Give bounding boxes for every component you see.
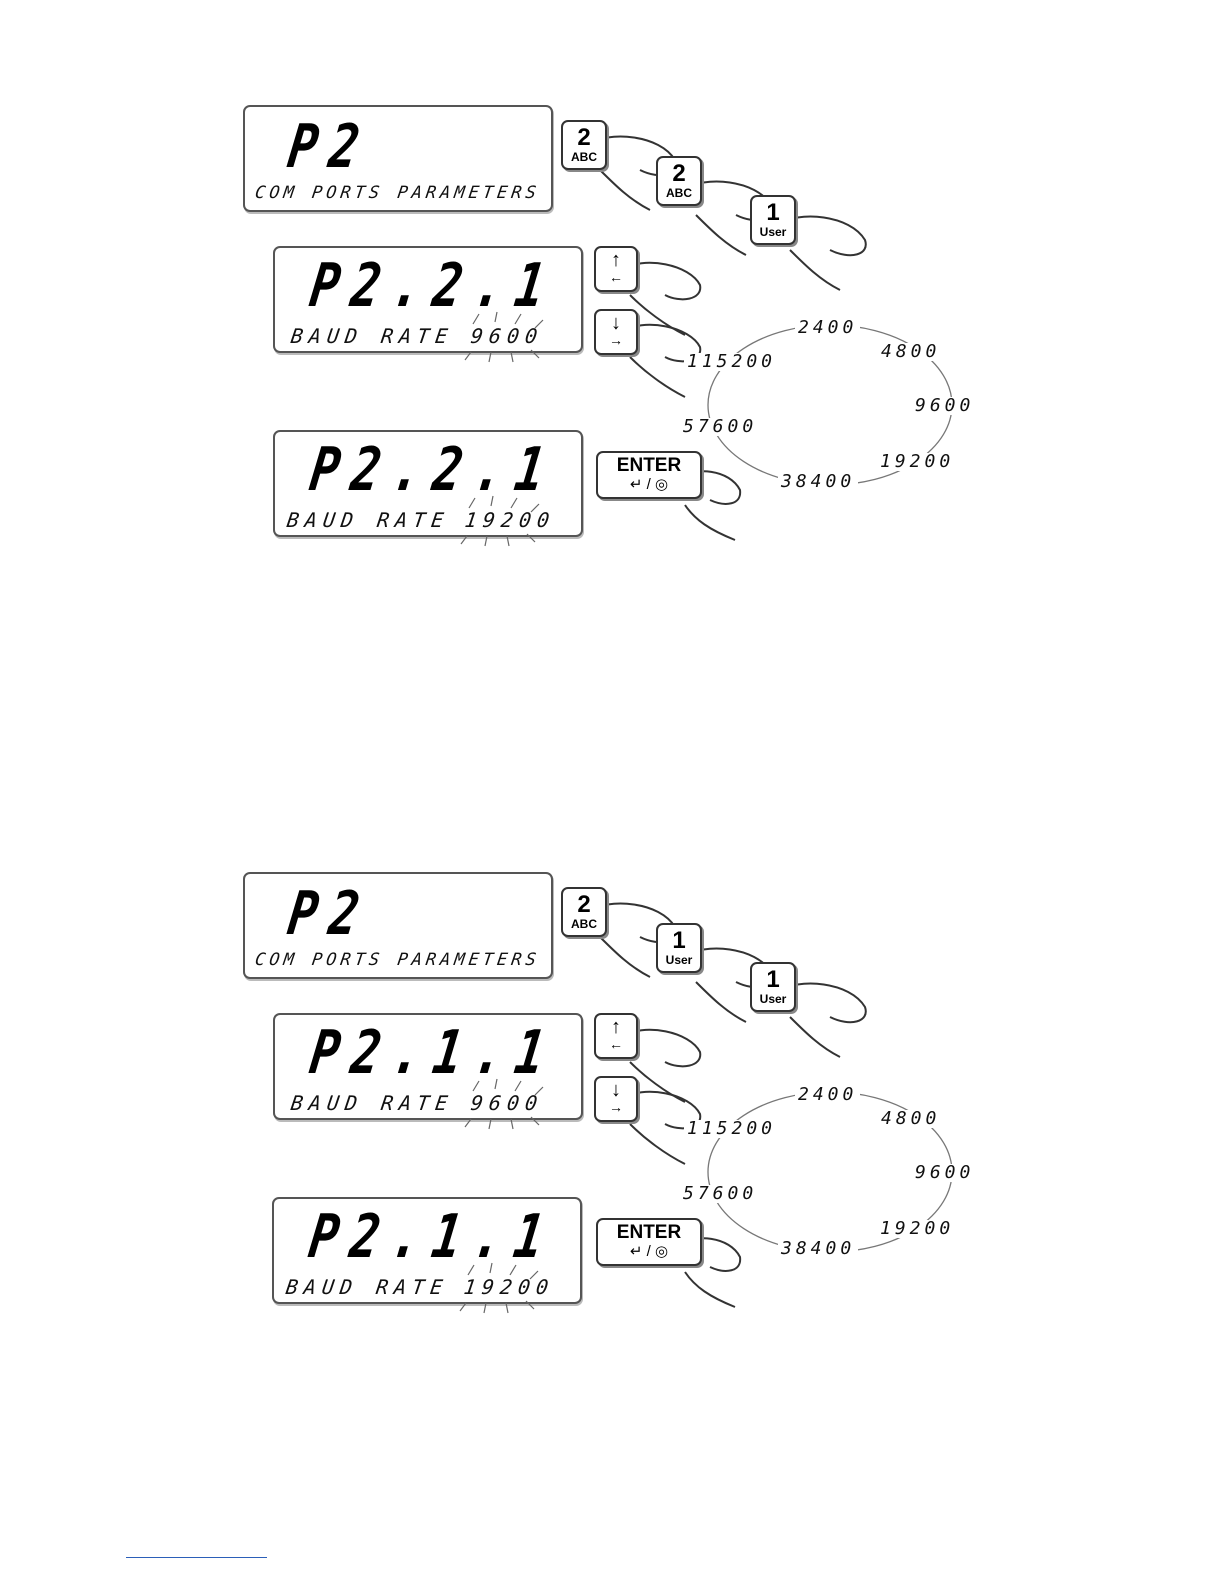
- lcd-text: COM PORTS PARAMETERS: [254, 952, 541, 969]
- lcd-display-param: P2.1.1 BAUD RATE 9600: [273, 1013, 583, 1120]
- blink-rays-icon: [465, 312, 545, 362]
- baud-option: 2400: [795, 1086, 860, 1104]
- key-2-abc[interactable]: 2 ABC: [561, 887, 607, 937]
- key-2-abc[interactable]: 2 ABC: [561, 120, 607, 170]
- enter-return-icon: ↵ / ◎: [598, 476, 700, 494]
- arrow-right-icon: →: [596, 333, 636, 347]
- lcd-code: P2: [285, 117, 375, 177]
- key-sublabel: ABC: [563, 150, 605, 164]
- lcd-display-param: P2.2.1 BAUD RATE 9600: [273, 246, 583, 353]
- arrow-down-icon: ↓: [596, 1080, 636, 1100]
- arrow-left-icon: ←: [596, 270, 636, 284]
- key-number: 1: [658, 929, 700, 953]
- key-2-abc[interactable]: 2 ABC: [656, 156, 702, 206]
- key-number: 1: [752, 968, 794, 992]
- panel-a: P2 COM PORTS PARAMETERS P2.2.1 BAUD RATE…: [0, 95, 1224, 565]
- lcd-display-menu: P2 COM PORTS PARAMETERS: [243, 105, 553, 212]
- key-number: 2: [658, 162, 700, 186]
- arrow-right-icon: →: [596, 1100, 636, 1114]
- key-number: 2: [563, 126, 605, 150]
- baud-option: 115200: [684, 353, 779, 371]
- arrow-down-icon: ↓: [596, 313, 636, 333]
- lcd-code: P2.2.1: [307, 440, 561, 500]
- lcd-display-menu: P2 COM PORTS PARAMETERS: [243, 872, 553, 979]
- lcd-code: P2.2.1: [307, 256, 561, 316]
- baud-option: 9600: [912, 1164, 977, 1182]
- baud-option: 4800: [878, 343, 943, 361]
- blink-rays-icon: [465, 1079, 545, 1129]
- lcd-display-confirm: P2.2.1 BAUD RATE 19200: [273, 430, 583, 537]
- lcd-label: BAUD RATE: [290, 326, 455, 346]
- baud-option: 115200: [684, 1120, 779, 1138]
- lcd-label: BAUD RATE: [286, 510, 451, 530]
- arrow-up-icon: ↑: [596, 250, 636, 270]
- panel-b: P2 COM PORTS PARAMETERS P2.1.1 BAUD RATE…: [0, 862, 1224, 1332]
- lcd-display-confirm: P2.1.1 BAUD RATE 19200: [272, 1197, 582, 1304]
- lcd-code: P2.1.1: [306, 1207, 560, 1267]
- lcd-label: BAUD RATE: [285, 1277, 450, 1297]
- lcd-label: BAUD RATE: [290, 1093, 455, 1113]
- footnote-rule: [126, 1557, 267, 1558]
- key-sublabel: ABC: [563, 917, 605, 931]
- enter-key[interactable]: ENTER ↵ / ◎: [596, 1218, 702, 1266]
- key-down[interactable]: ↓ →: [594, 1076, 638, 1122]
- enter-return-icon: ↵ / ◎: [598, 1243, 700, 1261]
- baud-option: 4800: [878, 1110, 943, 1128]
- lcd-code: P2.1.1: [307, 1023, 561, 1083]
- enter-label: ENTER: [598, 1223, 700, 1243]
- baud-option: 2400: [795, 319, 860, 337]
- key-number: 1: [752, 201, 794, 225]
- key-1-user[interactable]: 1 User: [750, 195, 796, 245]
- key-up[interactable]: ↑ ←: [594, 246, 638, 292]
- enter-key[interactable]: ENTER ↵ / ◎: [596, 451, 702, 499]
- baud-option: 9600: [912, 397, 977, 415]
- baud-option: 57600: [680, 1185, 760, 1203]
- baud-option: 38400: [778, 473, 858, 491]
- key-up[interactable]: ↑ ←: [594, 1013, 638, 1059]
- arrow-left-icon: ←: [596, 1037, 636, 1051]
- lcd-text: COM PORTS PARAMETERS: [254, 185, 541, 202]
- key-sublabel: User: [752, 992, 794, 1006]
- arrow-up-icon: ↑: [596, 1017, 636, 1037]
- key-number: 2: [563, 893, 605, 917]
- baud-option: 38400: [778, 1240, 858, 1258]
- key-1-user[interactable]: 1 User: [656, 923, 702, 973]
- key-sublabel: User: [752, 225, 794, 239]
- key-sublabel: User: [658, 953, 700, 967]
- baud-option: 19200: [877, 1220, 957, 1238]
- key-1-user[interactable]: 1 User: [750, 962, 796, 1012]
- blink-rays-icon: [461, 496, 541, 546]
- enter-label: ENTER: [598, 456, 700, 476]
- baud-option: 57600: [680, 418, 760, 436]
- key-down[interactable]: ↓ →: [594, 309, 638, 355]
- blink-rays-icon: [460, 1263, 540, 1313]
- key-sublabel: ABC: [658, 186, 700, 200]
- baud-option: 19200: [877, 453, 957, 471]
- lcd-code: P2: [285, 884, 375, 944]
